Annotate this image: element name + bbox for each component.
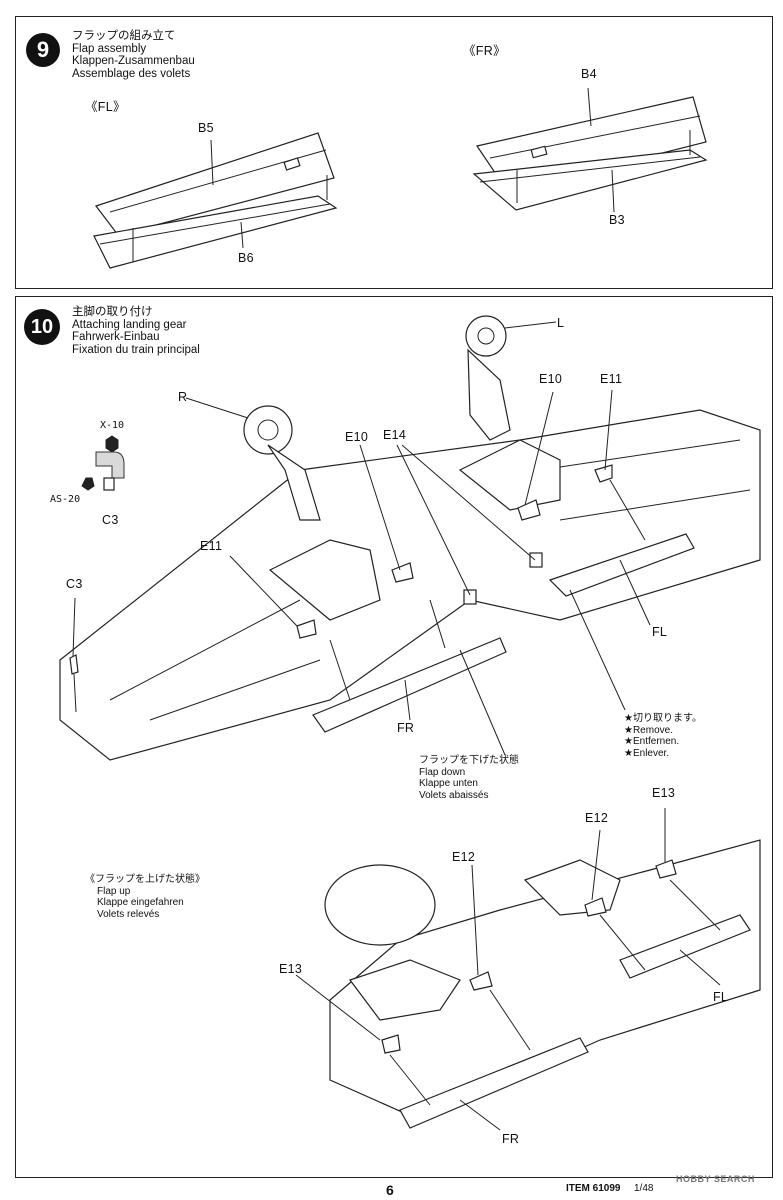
part-as20: AS-20 — [50, 494, 81, 505]
remove-note-ja: ★切り取ります。 — [624, 713, 702, 724]
part-l: L — [557, 316, 565, 330]
flap-b3 — [472, 149, 708, 211]
step10-title-fr: Fixation du train principal — [72, 343, 200, 356]
part-e12-lower-right: E12 — [585, 811, 609, 825]
wheel-r — [243, 405, 293, 455]
part-b4: B4 — [581, 67, 597, 81]
part-b3: B3 — [609, 213, 625, 227]
step10-title-de: Fahrwerk-Einbau — [72, 331, 160, 343]
flap-down-de: Klappe unten — [419, 778, 478, 789]
part-b5: B5 — [198, 121, 214, 135]
flap-down-ja: フラップを下げた状態 — [419, 755, 519, 766]
part-fl: FL — [652, 625, 668, 639]
step9-badge: 9 — [26, 33, 60, 67]
flap-fl-up — [619, 914, 751, 979]
step9-drawing — [93, 87, 708, 269]
part-c3-detail: C3 — [102, 513, 119, 527]
step10-title-ja: 主脚の取り付け — [72, 306, 153, 318]
part-fr-lower: FR — [502, 1132, 520, 1146]
flap-up-fr: Volets relevés — [97, 908, 160, 920]
flap-up-note: 《フラップを上げた状態》 Flap up Klappe eingefahren … — [85, 874, 205, 920]
part-b6: B6 — [238, 251, 254, 265]
fl-section-label: 《FL》 — [85, 100, 126, 114]
flap-up-ja: 《フラップを上げた状態》 — [85, 874, 205, 885]
step9-title-fr: Assemblage des volets — [72, 67, 191, 80]
part-c3: C3 — [66, 577, 83, 591]
flap-fr-down — [312, 637, 507, 733]
part-e11-left: E11 — [200, 539, 223, 553]
part-fr: FR — [397, 721, 415, 735]
fr-section-label: 《FR》 — [463, 44, 506, 58]
flap-b6 — [93, 195, 338, 269]
page-number: 6 — [386, 1182, 394, 1198]
flap-up-de: Klappe eingefahren — [97, 897, 184, 908]
wing-upper — [59, 409, 761, 761]
flap-up-en: Flap up — [97, 885, 131, 897]
step9-title: フラップの組み立て Flap assembly Klappen-Zusammen… — [72, 30, 195, 80]
step10-badge: 10 — [24, 309, 60, 345]
part-e14: E14 — [383, 428, 407, 442]
scale-label: 1/48 — [634, 1183, 654, 1194]
watermark-logo: HOBBY SEARCH — [676, 1174, 755, 1184]
flap-down-fr: Volets abaissés — [419, 789, 489, 801]
part-e11-right: E11 — [600, 372, 623, 386]
part-e10-right: E10 — [539, 372, 563, 386]
remove-note: ★切り取ります。 ★Remove. ★Entfernen. ★Enlever. — [624, 713, 702, 759]
item-number: ITEM 61099 — [566, 1183, 621, 1194]
wing-lower — [329, 839, 761, 1121]
step9-title-en: Flap assembly — [72, 42, 147, 55]
part-fl-lower: FL — [713, 990, 729, 1004]
flap-down-en: Flap down — [419, 766, 466, 778]
part-e12-lower-left: E12 — [452, 850, 476, 864]
part-x10: X-10 — [100, 420, 125, 431]
part-e13-lower-left: E13 — [279, 962, 303, 976]
part-e10-left: E10 — [345, 430, 369, 444]
part-e13-lower-right: E13 — [652, 786, 676, 800]
step10-title-en: Attaching landing gear — [72, 318, 187, 331]
remove-note-en: ★Remove. — [624, 724, 673, 736]
step9-title-ja: フラップの組み立て — [72, 30, 176, 42]
flap-down-note: フラップを下げた状態 Flap down Klappe unten Volets… — [419, 755, 519, 801]
part-r: R — [178, 390, 188, 404]
flap-fr-up — [399, 1037, 589, 1129]
flap-b5 — [95, 132, 335, 236]
wheel-l — [465, 315, 507, 357]
remove-note-de: ★Entfernen. — [624, 736, 680, 747]
remove-note-fr: ★Enlever. — [624, 747, 670, 759]
step10-title: 主脚の取り付け Attaching landing gear Fahrwerk-… — [72, 306, 200, 356]
step9-title-de: Klappen-Zusammenbau — [72, 55, 195, 67]
